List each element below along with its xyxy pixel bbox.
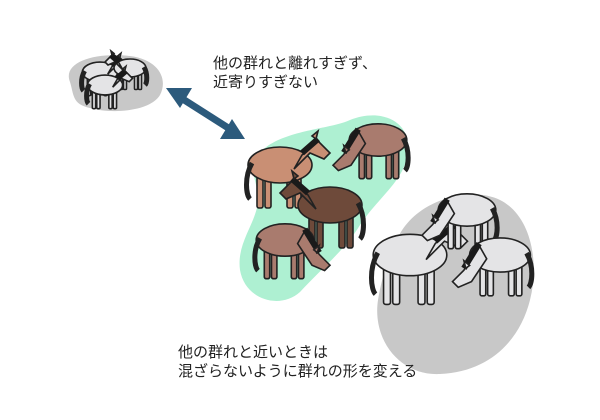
caption-change-shape: 他の群れと近いときは 混ざらないように群れの形を変える bbox=[178, 343, 417, 381]
horse-icon bbox=[244, 128, 332, 209]
horse-icon bbox=[252, 222, 332, 280]
horse-icon bbox=[451, 237, 535, 297]
horse-icon bbox=[84, 64, 134, 110]
distance-arrow-icon bbox=[166, 88, 245, 139]
caption-line: 近寄りすぎない bbox=[213, 73, 319, 91]
caption-line: 他の群れと近いときは bbox=[178, 343, 329, 361]
horse-icon bbox=[278, 168, 366, 249]
caption-line: 混ざらないように群れの形を変える bbox=[178, 362, 418, 380]
horse-icon bbox=[331, 122, 411, 180]
horse-icon bbox=[420, 192, 500, 250]
caption-keep-distance: 他の群れと離れすぎず、 近寄りすぎない bbox=[213, 54, 377, 92]
caption-line: 他の群れと離れすぎず、 bbox=[213, 54, 377, 72]
